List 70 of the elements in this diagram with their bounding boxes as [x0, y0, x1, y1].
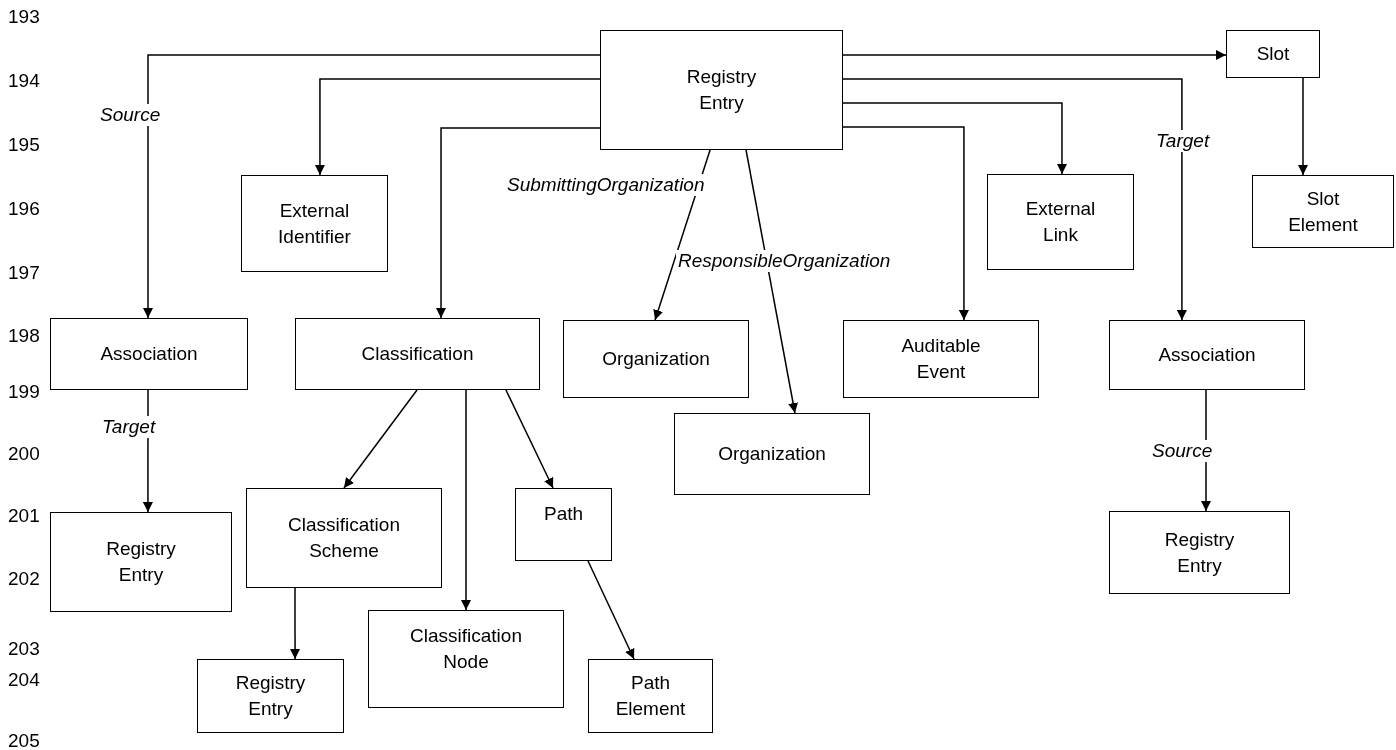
- entity-box: [1109, 320, 1305, 390]
- entity-box: [843, 320, 1039, 398]
- line-number: 201: [8, 505, 40, 527]
- entity-name: Path: [543, 502, 584, 526]
- arrow: [842, 126, 969, 321]
- line-number: 197: [8, 262, 40, 284]
- entity-box: [987, 174, 1134, 270]
- edge-label: Target: [100, 416, 158, 438]
- line-number: 200: [8, 443, 40, 465]
- arrow: [505, 389, 554, 489]
- arrow: [842, 78, 1187, 321]
- edge-label: Target: [1154, 130, 1212, 152]
- entity-box: [1226, 30, 1320, 78]
- line-number: 198: [8, 325, 40, 347]
- entity-box: [50, 318, 248, 390]
- arrow: [653, 149, 711, 321]
- line-number: 196: [8, 198, 40, 220]
- entity-name: External Link: [1024, 197, 1097, 247]
- entity-name: Classification Scheme: [287, 513, 401, 563]
- entity-name: Auditable Event: [900, 334, 982, 384]
- entity-box: [1252, 175, 1394, 248]
- entity-box: [563, 320, 749, 398]
- line-number: 195: [8, 134, 40, 156]
- entity-box: [241, 175, 388, 272]
- edge-label: SubmittingOrganization: [505, 174, 707, 196]
- line-number: 205: [8, 730, 40, 750]
- arrow: [1298, 77, 1308, 176]
- entity-box: [368, 610, 564, 708]
- entity-box: [588, 659, 713, 733]
- entity-name: Slot Element: [1287, 186, 1359, 237]
- entity-name: External Identifier: [277, 198, 352, 249]
- entity-box: [197, 659, 344, 733]
- entity-name: Slot: [1256, 42, 1290, 66]
- entity-name: Organization: [602, 347, 710, 371]
- arrow: [587, 560, 635, 660]
- arrow: [461, 389, 471, 611]
- arrow: [745, 149, 798, 414]
- entity-name: Organization: [718, 442, 826, 466]
- line-number: 202: [8, 568, 40, 590]
- edge-label: Source: [1150, 440, 1215, 462]
- arrow: [842, 49, 1227, 60]
- entity-name: Path Element: [614, 671, 687, 721]
- entity-name: Registry Entry: [234, 671, 307, 721]
- arrow: [343, 389, 418, 489]
- entity-name: Classification Node: [409, 624, 523, 674]
- entity-box: [246, 488, 442, 588]
- arrow: [290, 587, 301, 660]
- line-number: 194: [8, 70, 40, 92]
- edge-label: ResponsibleOrganization: [676, 250, 893, 272]
- entity-name: Classification: [361, 342, 474, 366]
- entity-box: [1109, 511, 1290, 594]
- entity-box: [515, 488, 612, 561]
- edge-label: Source: [98, 104, 163, 126]
- entity-name: Registry Entry: [685, 65, 758, 115]
- entity-name: Association: [100, 342, 198, 366]
- entity-box: [295, 318, 540, 390]
- line-number: 193: [8, 6, 40, 28]
- entity-name: Registry Entry: [105, 537, 177, 587]
- arrow: [436, 127, 601, 319]
- entity-box: [674, 413, 870, 495]
- line-number: 203: [8, 638, 40, 660]
- arrow: [314, 78, 601, 176]
- entity-name: Association: [1158, 343, 1256, 367]
- line-number: 204: [8, 669, 40, 691]
- arrow: [143, 54, 601, 319]
- entity-box: [600, 30, 843, 150]
- line-number: 199: [8, 381, 40, 403]
- arrow: [842, 102, 1067, 175]
- entity-box: [50, 512, 232, 612]
- entity-name: Registry Entry: [1163, 527, 1236, 578]
